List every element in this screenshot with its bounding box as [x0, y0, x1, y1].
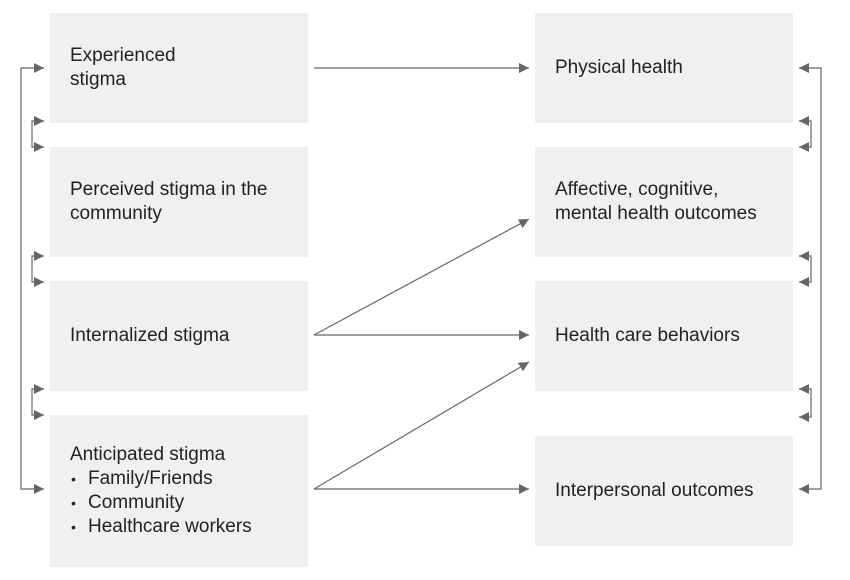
arrow-anticipated-to-behaviors	[313, 361, 530, 490]
anticipated-stigma-box: Anticipated stigma Family/Friends Commun…	[50, 415, 308, 567]
left-outer-bracket	[20, 67, 44, 494]
anticipated-stigma-list: Family/Friends Community Healthcare work…	[70, 467, 298, 539]
physical-health-box: Physical health	[535, 13, 793, 123]
left-bracket-3-4	[31, 388, 44, 420]
list-item: Family/Friends	[70, 467, 298, 491]
perceived-stigma-label: Perceived stigma in the community	[70, 179, 268, 224]
interpersonal-outcomes-box: Interpersonal outcomes	[535, 436, 793, 546]
list-item: Community	[70, 491, 298, 515]
health-care-behaviors-label: Health care behaviors	[555, 325, 740, 346]
physical-health-label: Physical health	[555, 57, 683, 78]
anticipated-stigma-title: Anticipated stigma	[70, 444, 226, 465]
interpersonal-outcomes-label: Interpersonal outcomes	[555, 480, 754, 501]
right-bracket-1-2	[799, 120, 812, 152]
experienced-stigma-box: Experienced stigma	[50, 13, 308, 123]
right-outer-bracket	[799, 67, 822, 494]
list-item: Healthcare workers	[70, 515, 298, 539]
internalized-stigma-label: Internalized stigma	[70, 325, 230, 346]
experienced-stigma-label: Experienced stigma	[70, 45, 176, 90]
affective-outcomes-label: Affective, cognitive, mental health outc…	[555, 179, 757, 224]
right-bracket-3-4	[799, 388, 812, 422]
left-bracket-1-2	[31, 120, 44, 152]
left-bracket-2-3	[31, 255, 44, 287]
arrow-internalized-to-affective	[313, 218, 530, 336]
perceived-stigma-box: Perceived stigma in the community	[50, 147, 308, 257]
health-care-behaviors-box: Health care behaviors	[535, 281, 793, 391]
affective-outcomes-box: Affective, cognitive, mental health outc…	[535, 147, 793, 257]
right-bracket-2-3	[799, 255, 812, 287]
internalized-stigma-box: Internalized stigma	[50, 281, 308, 391]
